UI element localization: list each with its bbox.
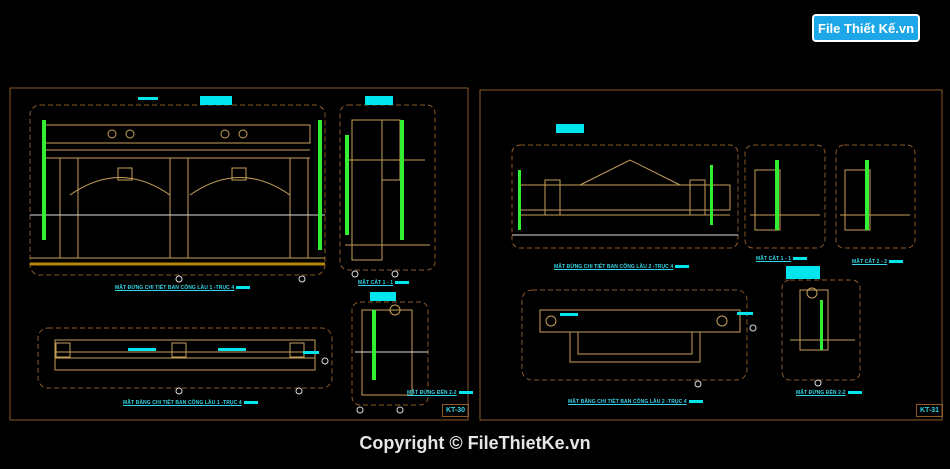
- copyright-text: Copyright © FileThietKe.vn: [359, 433, 591, 453]
- dimension-marks: [42, 120, 869, 380]
- viewport-section-2a: [744, 144, 826, 249]
- viewport-elevation-2: [511, 144, 739, 249]
- filethietke-logo: File Thiết Kế.vn: [812, 14, 921, 42]
- label-section2-sheet2: MẶT CẮT 2 - 2: [852, 259, 903, 265]
- viewport-side-1: [351, 301, 429, 406]
- balcony-plan-1: [54, 339, 316, 371]
- viewport-section-2b: [835, 144, 916, 249]
- section-2-sheet2: [750, 169, 910, 231]
- viewport-section-1: [339, 104, 436, 271]
- balcony-elevation-2: [512, 159, 738, 236]
- text-tag-blocks: [128, 96, 820, 354]
- label-elevation-sheet2: MẶT ĐỨNG CHI TIẾT BAN CÔNG LẦU 2 -TRỤC 4: [554, 264, 689, 270]
- balcony-elevation-1: [30, 124, 325, 266]
- sheet-frame-kt31: [479, 89, 943, 421]
- section-1-1-sheet1: [345, 119, 430, 261]
- label-elevation-sheet1: MẶT ĐỨNG CHI TIẾT BAN CÔNG LẦU 1 -TRỤC 4: [115, 285, 250, 291]
- sheet-frame-kt30: [9, 87, 469, 421]
- viewport-side-2: [781, 279, 861, 381]
- side-elevation-sheet1: [355, 304, 428, 396]
- viewport-plan-1: [37, 327, 333, 389]
- label-section-sheet1: MẶT CẮT 1 - 1: [358, 280, 409, 286]
- sheet-number-kt30: KT-30: [442, 404, 470, 417]
- label-plan-sheet2: MẶT BẰNG CHI TIẾT BAN CÔNG LẦU 2 -TRỤC 4: [568, 399, 703, 405]
- grid-markers: [175, 270, 822, 414]
- label-plan-sheet1: MẶT BẰNG CHI TIẾT BAN CÔNG LẦU 1 -TRỤC 4: [123, 400, 258, 406]
- viewport-elevation-1: [29, 104, 326, 276]
- label-section1-sheet2: MẶT CẮT 1 - 1: [756, 256, 807, 262]
- sheet-number-kt31: KT-31: [916, 404, 944, 417]
- logo-text: File Thiết Kế.vn: [818, 20, 915, 36]
- viewport-plan-2: [521, 289, 748, 381]
- balcony-plan-2: [539, 309, 741, 363]
- label-side-sheet2: MẶT ĐỨNG ĐẾN 2-2: [796, 390, 862, 396]
- label-side-sheet1: MẶT ĐỨNG ĐẾN 2-2: [407, 390, 473, 396]
